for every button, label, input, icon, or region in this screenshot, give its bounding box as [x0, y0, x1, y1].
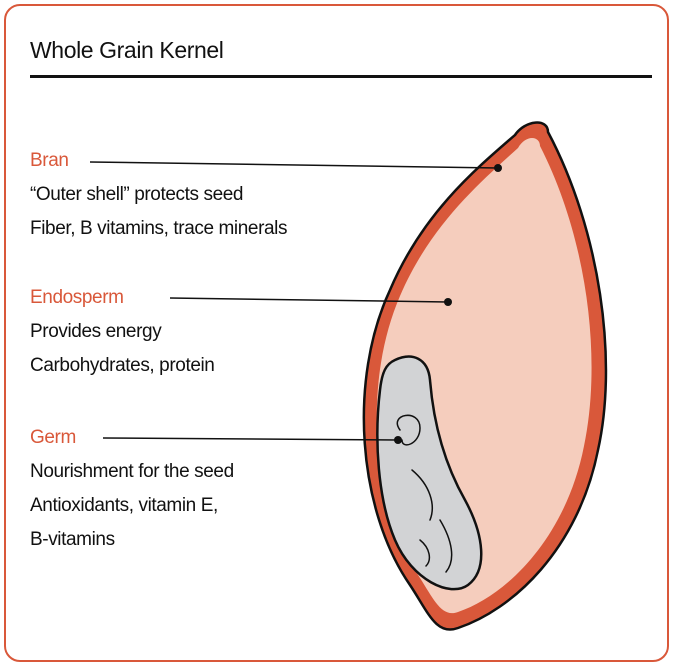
germ-leader — [103, 438, 398, 440]
bran-desc-2: Fiber, B vitamins, trace minerals — [30, 218, 287, 240]
endosperm-desc-1: Provides energy — [30, 321, 161, 343]
germ-desc-1: Nourishment for the seed — [30, 461, 234, 483]
bran-label: Bran — [30, 150, 69, 172]
bran-leader — [90, 162, 498, 168]
bran-desc-1: “Outer shell” protects seed — [30, 184, 243, 206]
germ-desc-3: B-vitamins — [30, 529, 115, 551]
bran-dot — [494, 164, 502, 172]
endosperm-desc-2: Carbohydrates, protein — [30, 355, 214, 377]
germ-dot — [394, 436, 402, 444]
germ-label: Germ — [30, 427, 76, 449]
endosperm-label: Endosperm — [30, 287, 124, 309]
endosperm-dot — [444, 298, 452, 306]
germ-desc-2: Antioxidants, vitamin E, — [30, 495, 218, 517]
